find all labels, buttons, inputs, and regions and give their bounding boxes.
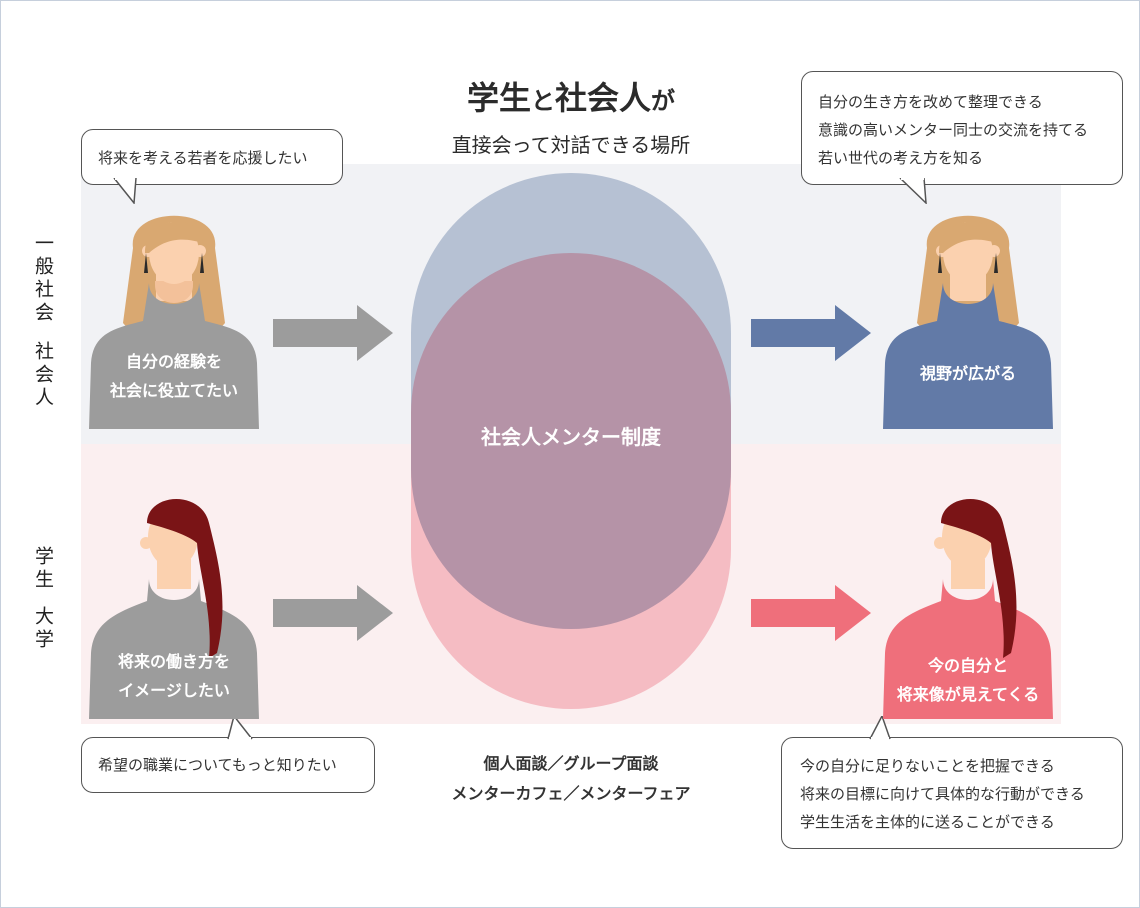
bubble-bottom-left: 希望の職業についてもっと知りたい: [81, 716, 375, 793]
methods-line: メンターカフェ／メンターフェア: [451, 784, 691, 803]
bubble-text: 学生生活を主体的に送ることができる: [800, 813, 1055, 831]
title-workers: 社会人: [555, 79, 652, 117]
person-line: 自分の経験を: [125, 352, 222, 371]
arrow-right-icon: [273, 305, 393, 361]
person-student-after: 今の自分と 将来像が見えてくる: [883, 483, 1053, 723]
bubble-text: 将来を考える若者を応援したい: [98, 149, 308, 167]
side-label-society: 一般社会: [32, 233, 54, 325]
student-figure-icon: [89, 498, 259, 719]
person-text: 将来の働き方を イメージしたい: [89, 647, 259, 705]
arrow-right-icon: [273, 585, 393, 641]
bubble-text: 今の自分に足りないことを把握できる: [800, 757, 1055, 775]
worker-figure-icon: [883, 215, 1053, 429]
person-text: 視野が広がる: [883, 359, 1053, 388]
person-text: 今の自分と 将来像が見えてくる: [883, 651, 1053, 709]
person-worker-after: 視野が広がる: [883, 193, 1053, 433]
page-title: 学生と社会人が: [1, 73, 1140, 119]
arrow-right-icon: [751, 585, 871, 641]
mentor-system-label: 社会人メンター制度: [481, 425, 661, 449]
person-student-before: 将来の働き方を イメージしたい: [89, 483, 259, 723]
worker-figure-icon: [89, 215, 259, 429]
bubble-text: 希望の職業についてもっと知りたい: [98, 756, 337, 774]
student-figure-icon: [883, 498, 1053, 719]
bubble-text: 意識の高いメンター同士の交流を持てる: [818, 121, 1089, 139]
side-label-student: 学生: [32, 546, 54, 592]
mentor-methods: 個人面談／グループ面談 メンターカフェ／メンターフェア: [1, 749, 1140, 809]
title-ga: が: [651, 87, 676, 115]
person-worker-before: 自分の経験を 社会に役立てたい: [89, 193, 259, 433]
bubble-tail: [899, 178, 927, 204]
bubble-text: 将来の目標に向けて具体的な行動ができる: [800, 785, 1085, 803]
methods-line: 個人面談／グループ面談: [483, 754, 659, 773]
bubble-tail: [869, 716, 891, 740]
person-line: 今の自分と: [927, 656, 1008, 675]
bubble-top-right: 自分の生き方を改めて整理できる 意識の高いメンター同士の交流を持てる 若い世代の…: [801, 71, 1123, 204]
bubble-text: 自分の生き方を改めて整理できる: [818, 93, 1043, 111]
person-text: 自分の経験を 社会に役立てたい: [89, 347, 259, 405]
title-students: 学生: [466, 79, 531, 117]
arrow-right-icon: [751, 305, 871, 361]
person-line: 視野が広がる: [919, 364, 1016, 383]
bubble-top-left: 将来を考える若者を応援したい: [81, 129, 343, 204]
person-line: 将来の働き方を: [117, 652, 230, 671]
page-subtitle: 直接会って対話できる場所: [451, 133, 691, 157]
bubble-bottom-right: 今の自分に足りないことを把握できる 将来の目標に向けて具体的な行動ができる 学生…: [781, 716, 1123, 849]
bubble-text: 若い世代の考え方を知る: [818, 149, 984, 167]
person-line: イメージしたい: [118, 681, 230, 700]
side-label-university: 大学: [32, 606, 54, 652]
title-and: と: [531, 87, 555, 115]
mentor-venn: [411, 173, 731, 709]
bubble-tail: [227, 716, 253, 740]
side-label-worker: 社会人: [32, 341, 54, 410]
person-line: 将来像が見えてくる: [896, 685, 1040, 704]
bubble-tail: [113, 178, 137, 204]
person-line: 社会に役立てたい: [109, 381, 238, 400]
